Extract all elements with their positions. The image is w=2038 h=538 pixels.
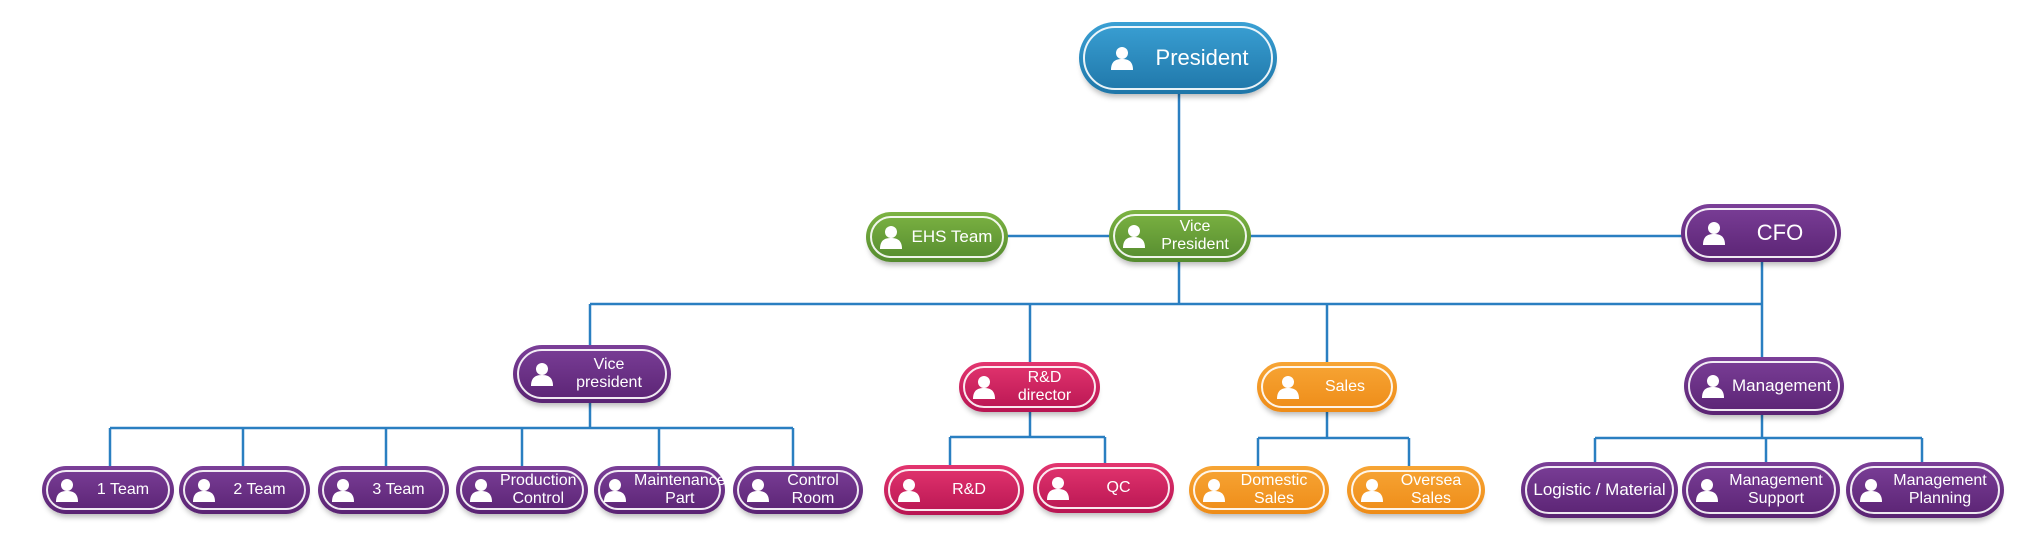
person-icon [1701,220,1727,246]
node-3-team[interactable]: 3 Team [318,466,449,514]
node-label: Production Control [500,472,577,507]
node-management-planning[interactable]: Management Planning [1846,462,2004,518]
node-label: Management Support [1729,472,1823,507]
node-1-team[interactable]: 1 Team [42,466,174,514]
node-logistic-material[interactable]: Logistic / Material [1521,462,1678,518]
person-icon [602,477,628,503]
node-management-support[interactable]: Management Support [1682,462,1840,518]
person-icon [745,477,771,503]
node-label: Vice President [1161,218,1229,253]
node-label: Logistic / Material [1533,479,1666,499]
person-icon [330,477,356,503]
node-sales[interactable]: Sales [1257,362,1397,412]
person-icon [1275,374,1301,400]
node-oversea-sales[interactable]: Oversea Sales [1347,466,1485,514]
node-domestic-sales[interactable]: Domestic Sales [1189,466,1329,514]
person-icon [878,224,904,250]
person-icon [971,374,997,400]
person-icon [1700,373,1726,399]
node-production-control[interactable]: Production Control [456,466,588,514]
person-icon [529,361,555,387]
node-qc[interactable]: QC [1033,463,1174,513]
node-2-team[interactable]: 2 Team [179,466,310,514]
person-icon [1201,477,1227,503]
person-icon [1045,475,1071,501]
person-icon [191,477,217,503]
node-label: CFO [1756,219,1804,245]
node-label: R&D [952,481,986,499]
node-label: Domestic Sales [1240,472,1308,507]
person-icon [1121,223,1147,249]
node-ehs-team[interactable]: EHS Team [866,212,1008,262]
person-icon [1694,477,1720,503]
person-icon [468,477,494,503]
node-control-room[interactable]: Control Room [733,466,863,514]
node-label: 1 Team [96,481,150,499]
node-label: Oversea Sales [1400,472,1462,507]
node-label: Control Room [787,472,839,507]
node-management[interactable]: Management [1684,357,1844,415]
node-label: Maintenance Part [634,472,726,507]
node-cfo[interactable]: CFO [1681,204,1841,262]
node-label: Sales [1324,378,1366,396]
person-icon [1109,45,1135,71]
person-icon [1359,477,1385,503]
node-label: 2 Team [233,481,286,499]
node-label: EHS Team [911,226,993,246]
node-label: Management Planning [1893,472,1987,507]
node-president[interactable]: President [1079,22,1277,94]
person-icon [54,477,80,503]
node-rd-director[interactable]: R&D director [959,362,1100,412]
person-icon [1858,477,1884,503]
node-label: Management [1732,375,1832,395]
node-vice-president-ops[interactable]: Vice president [513,345,671,403]
node-label: QC [1106,479,1131,497]
node-label: Vice president [576,356,642,391]
node-label: 3 Team [372,481,425,499]
person-icon [896,477,922,503]
node-vice-president-top[interactable]: Vice President [1109,210,1251,262]
node-label: R&D director [1017,369,1072,404]
node-label: President [1155,44,1249,70]
node-maintenance-part[interactable]: Maintenance Part [594,466,726,514]
node-rd[interactable]: R&D [884,465,1024,515]
